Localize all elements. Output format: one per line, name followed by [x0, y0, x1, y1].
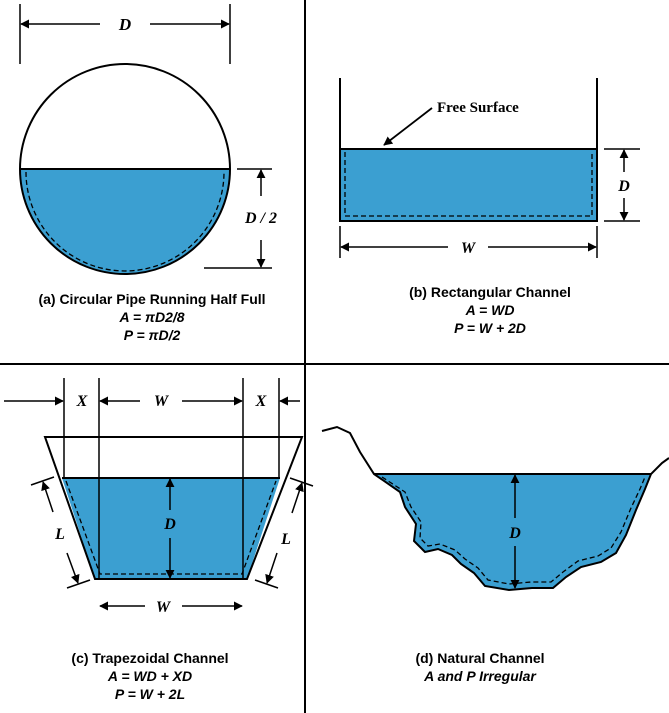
trap-water [62, 478, 280, 579]
free-surface-arrow [383, 107, 433, 146]
natural-caption: (d) Natural Channel [415, 650, 544, 666]
trap-caption: (c) Trapezoidal Channel [71, 650, 228, 666]
rect-width-dimension [339, 226, 598, 258]
trap-outline [43, 436, 304, 580]
free-surface-label: Free Surface [437, 100, 519, 116]
rect-caption: (b) Rectangular Channel [409, 284, 571, 300]
trap-left-slope-dimension [30, 476, 91, 589]
trap-reference-lines [63, 378, 280, 580]
rect-width-label: W [461, 240, 477, 257]
natural-subcaption: A and P Irregular [423, 668, 537, 684]
trap-w-bottom-label: W [156, 599, 172, 616]
panel-trapezoidal-channel: X W X L D L W (c) Trape [4, 378, 314, 702]
natural-d-label: D [508, 525, 521, 542]
pipe-diameter-dimension [19, 4, 231, 64]
pipe-half-depth-dimension [204, 168, 272, 269]
pipe-water [20, 169, 230, 274]
trap-area-formula: A = WD + XD [107, 668, 192, 684]
rect-depth-dimension [604, 148, 640, 222]
trap-perimeter-formula: P = W + 2L [115, 686, 185, 702]
pipe-caption: (a) Circular Pipe Running Half Full [38, 291, 265, 307]
natural-wetted-perimeter [381, 476, 646, 585]
pipe-perimeter-formula: P = πD/2 [124, 327, 181, 343]
rect-perimeter-formula: P = W + 2D [454, 320, 526, 336]
rect-depth-label: D [617, 178, 630, 195]
panel-rectangular-channel: Free Surface D W (b) Rectangular Channel… [339, 78, 640, 336]
natural-channel-bank [321, 425, 669, 592]
pipe-diameter-label: D [118, 15, 131, 34]
pipe-area-formula: A = πD2/8 [118, 309, 184, 325]
trap-right-slope-dimension [254, 477, 314, 589]
trap-l-left-label: L [54, 526, 65, 543]
pipe-half-depth-label: D / 2 [244, 210, 277, 227]
trap-x-right-label: X [255, 393, 267, 410]
natural-water [374, 474, 651, 590]
panel-natural-channel: D (d) Natural Channel A and P Irregular [321, 425, 669, 684]
panel-circular-pipe: D D / 2 (a) Circular Pipe Running Half F… [19, 4, 277, 343]
trap-x-left-label: X [76, 393, 88, 410]
trap-l-right-label: L [280, 531, 291, 548]
rect-wetted-perimeter [344, 152, 593, 217]
trap-w-top-label: W [154, 393, 170, 410]
rect-water [340, 149, 597, 221]
pipe-wetted-perimeter [25, 171, 225, 272]
trap-d-label: D [163, 516, 176, 533]
rect-area-formula: A = WD [465, 302, 515, 318]
